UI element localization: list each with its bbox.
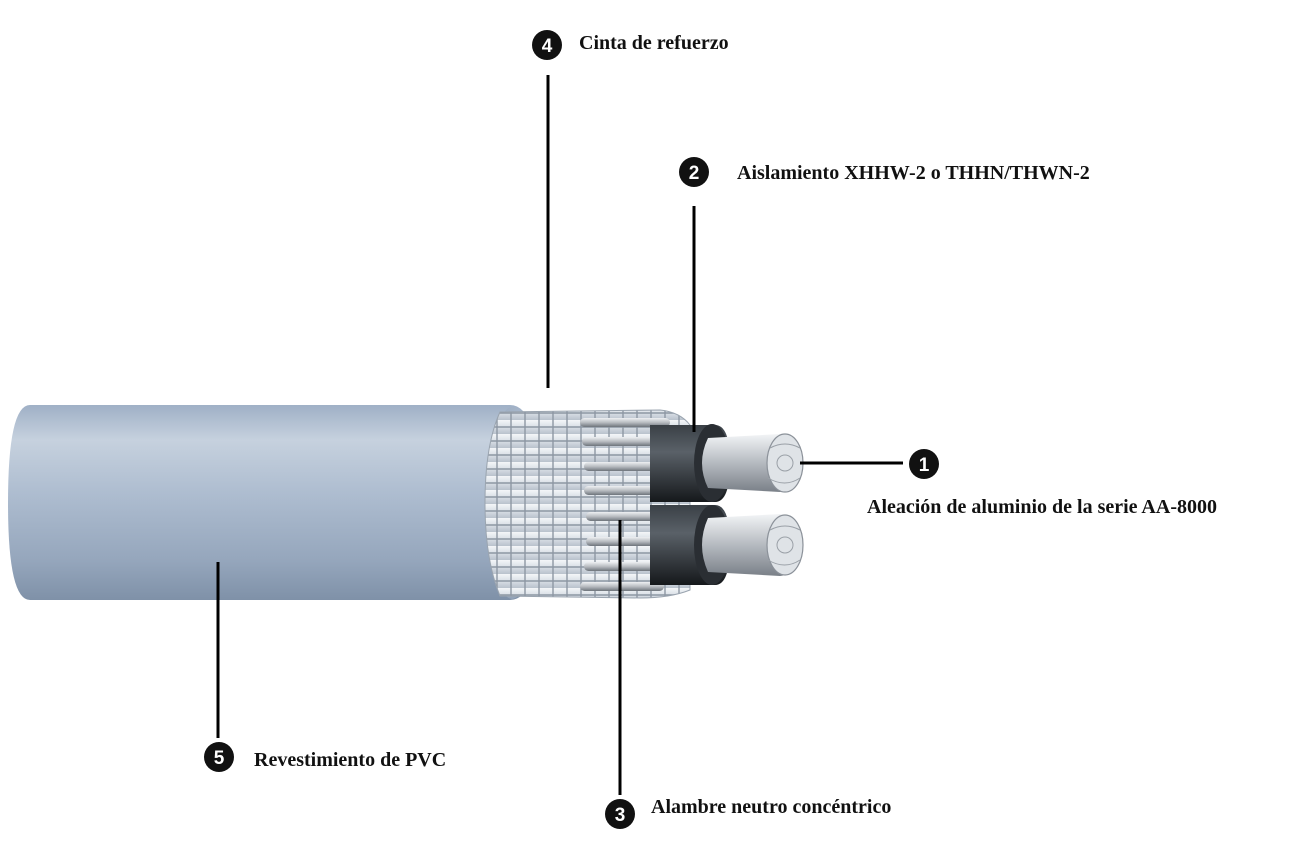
callout-2: 2 Aislamiento XHHW-2 o THHN/THWN-2 xyxy=(679,157,1090,187)
callout-number-5: 5 xyxy=(214,748,225,769)
neutral-wires xyxy=(580,418,670,591)
callout-label-3: Alambre neutro concéntrico xyxy=(651,796,891,818)
callout-number-1: 1 xyxy=(919,455,930,476)
callout-4: 4 Cinta de refuerzo xyxy=(532,30,729,60)
callout-number-2: 2 xyxy=(689,163,700,184)
callout-5: 5 Revestimiento de PVC xyxy=(204,742,446,772)
pvc-jacket xyxy=(8,405,540,600)
callout-label-5: Revestimiento de PVC xyxy=(254,749,446,771)
callout-label-2: Aislamiento XHHW-2 o THHN/THWN-2 xyxy=(737,162,1090,184)
upper-conductor xyxy=(650,424,804,502)
callout-label-1: Aleación de aluminio de la serie AA-8000 xyxy=(867,496,1217,518)
callout-badge-3 xyxy=(605,799,635,829)
callout-3: 3 Alambre neutro concéntrico xyxy=(605,796,891,829)
callout-label-4: Cinta de refuerzo xyxy=(579,32,729,54)
callout-badge-1 xyxy=(909,449,939,479)
callout-badge-2 xyxy=(679,157,709,187)
leader-lines xyxy=(216,75,903,795)
lower-conductor xyxy=(650,505,804,585)
callout-badge-5 xyxy=(204,742,234,772)
callout-1: 1 Aleación de aluminio de la serie AA-80… xyxy=(867,449,1217,518)
callout-badge-4 xyxy=(532,30,562,60)
reinforcement-tape xyxy=(484,409,691,599)
callout-number-4: 4 xyxy=(542,36,553,57)
callout-number-3: 3 xyxy=(615,805,626,826)
